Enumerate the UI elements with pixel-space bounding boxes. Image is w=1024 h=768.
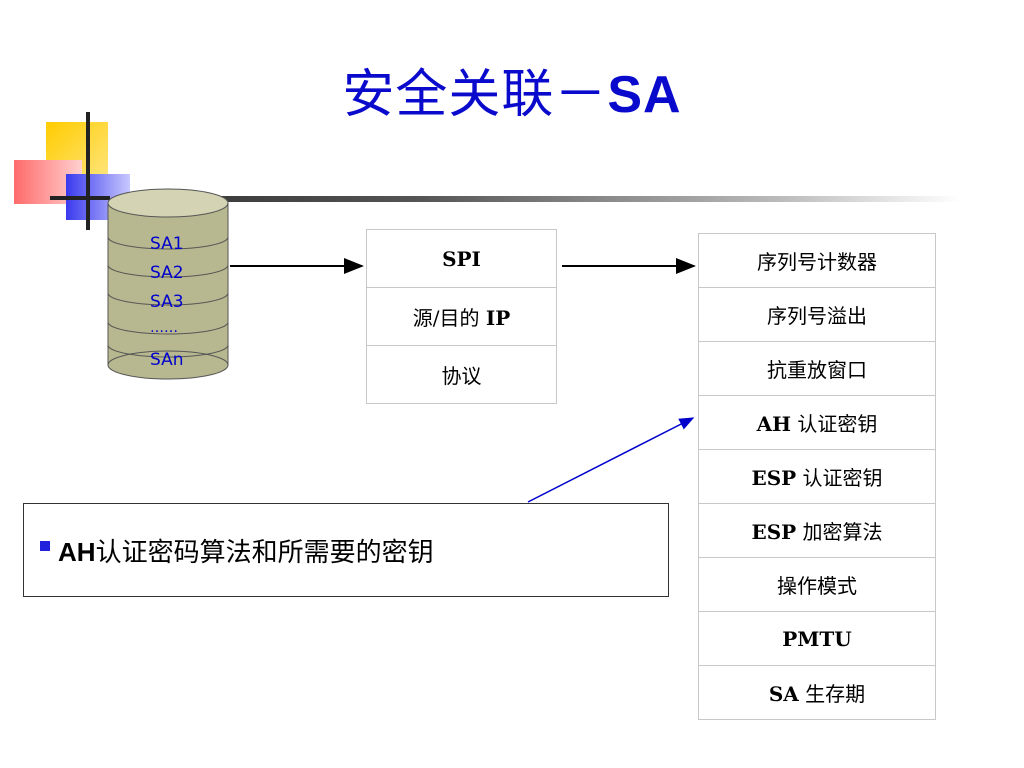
field-spi: SPI [366,229,557,288]
sa-selector-table: SPI 源/目的 IP 协议 [366,229,557,404]
title-en: SA [607,66,682,124]
title-zh: 安全关联－ [342,65,608,125]
param-seq-overflow: 序列号溢出 [698,287,936,342]
db-entry-sa2: SA2 [150,263,184,283]
param-seq-counter: 序列号计数器 [698,233,936,288]
field-src-dst-ip: 源/目的 IP [366,287,557,346]
param-mode: 操作模式 [698,557,936,612]
db-entry-sa1: SA1 [150,234,184,254]
arrow-callout-to-ah-key [527,417,695,503]
db-entry-san: SAn [150,350,184,370]
ah-callout-box: AH认证密码算法和所需要的密钥 [23,503,669,597]
bullet-icon [40,541,50,551]
db-entry-sa3: SA3 [150,292,184,312]
param-esp-auth-key: ESP 认证密钥 [698,449,936,504]
field-protocol: 协议 [366,345,557,404]
sa-parameter-table: 序列号计数器 序列号溢出 抗重放窗口 AH 认证密钥 ESP 认证密钥 ESP … [698,233,936,720]
page-title: 安全关联－SA [0,52,1024,127]
param-lifetime: SA 生存期 [698,665,936,720]
title-underline [60,196,960,202]
db-entry-ellipsis: …… [150,320,178,336]
decor-vertical-bar [86,112,90,230]
param-esp-enc-alg: ESP 加密算法 [698,503,936,558]
decor-horizontal-bar [50,196,110,200]
param-ah-auth-key: AH 认证密钥 [698,395,936,450]
callout-text: AH认证密码算法和所需要的密钥 [58,537,434,568]
param-anti-replay: 抗重放窗口 [698,341,936,396]
sa-database-cylinder [107,188,229,380]
param-pmtu: PMTU [698,611,936,666]
